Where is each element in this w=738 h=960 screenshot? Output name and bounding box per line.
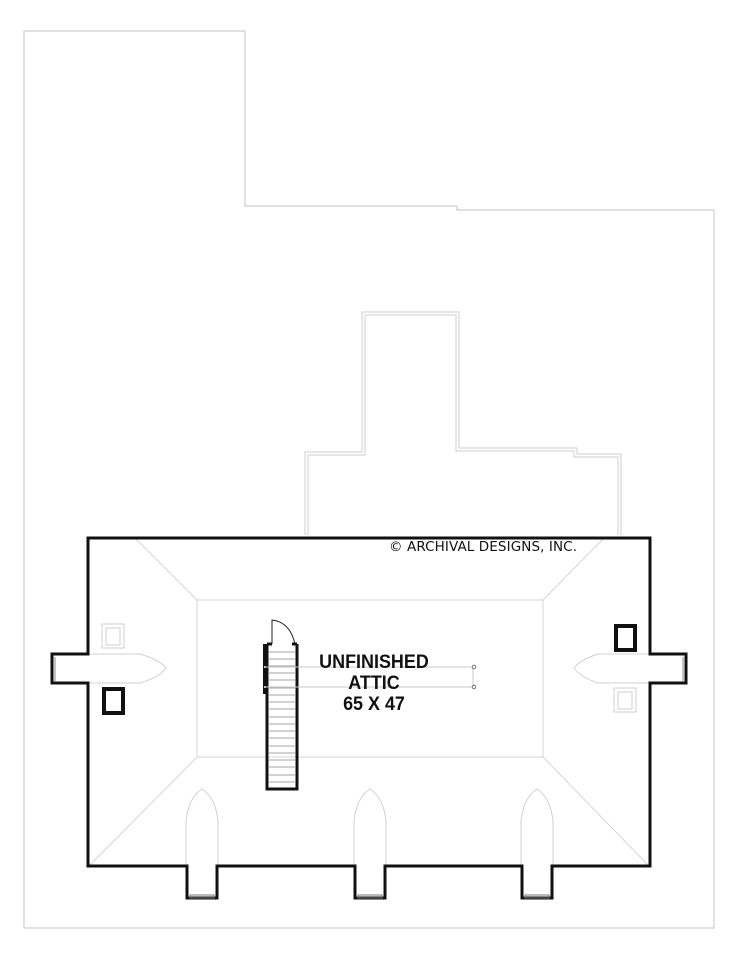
dormer-ridges (185, 788, 554, 866)
room-dimensions: 65 X 47 (343, 693, 405, 715)
left-gable-ridge (88, 653, 167, 684)
dormer-window-sills (189, 894, 550, 899)
copyright-notice: © ARCHIVAL DESIGNS, INC. (389, 539, 578, 555)
staircase (263, 619, 299, 791)
upper-floor-outline (304, 311, 622, 535)
room-name-line1: UNFINISHED (319, 651, 429, 673)
leader-end-marker (471, 684, 477, 690)
hip-roof-lines (89, 537, 649, 866)
main-floor-outline (23, 30, 715, 929)
leader-lines (265, 666, 474, 688)
gable-end-vents (54, 657, 684, 681)
roof-vents (101, 623, 637, 713)
chimney-flues (102, 624, 637, 715)
room-name-line2: ATTIC (348, 672, 400, 694)
attic-exterior-wall (50, 536, 688, 900)
leader-end-marker (471, 664, 477, 670)
right-gable-ridge (573, 653, 650, 684)
room-label: UNFINISHED ATTIC 65 X 47 (310, 652, 439, 715)
